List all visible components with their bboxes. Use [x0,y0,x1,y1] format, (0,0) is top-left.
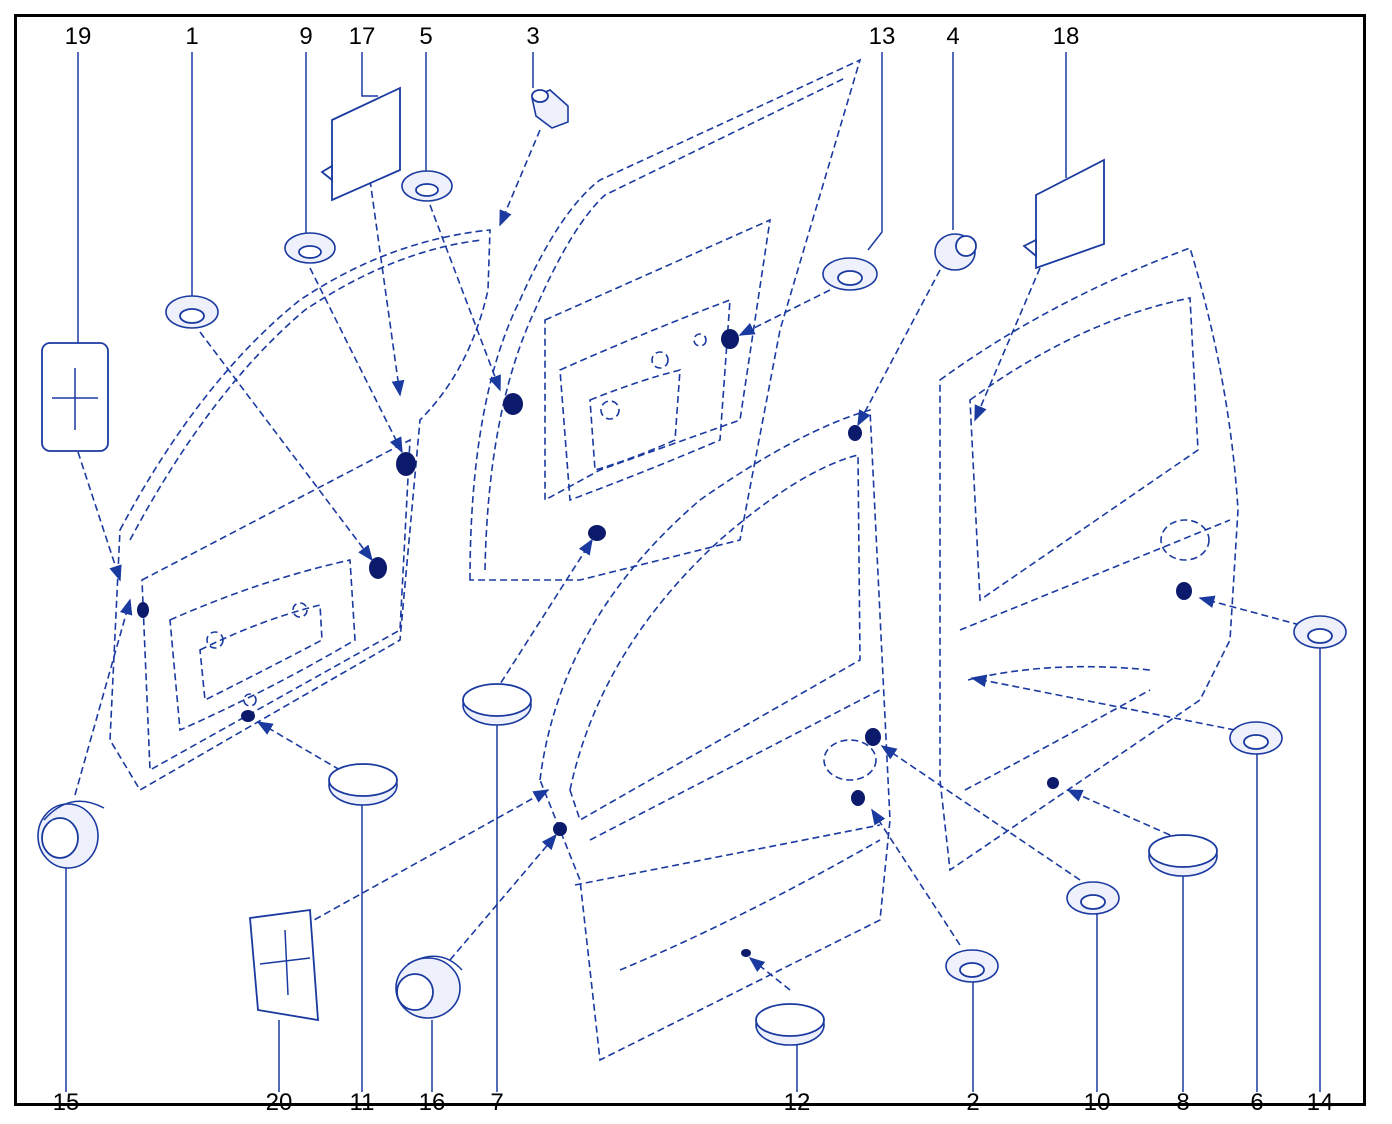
callout-1: 1 [185,23,198,50]
rear-door-frame [469,58,862,581]
callout-5: 5 [419,23,432,50]
leader-lines [65,52,1321,1092]
callout-14: 14 [1307,1089,1334,1116]
callout-15: 15 [53,1089,80,1116]
part-20-square-pad [249,908,319,1022]
part-11-plug [328,763,398,806]
callout-8: 8 [1176,1089,1189,1116]
diagram-frame [14,14,1366,1106]
part-16-large-grommet [395,955,463,1019]
part-14-grommet [1293,615,1347,649]
callout-16: 16 [419,1089,446,1116]
part-12-plug [755,1003,825,1046]
part-1-grommet [165,295,219,329]
callout-10: 10 [1084,1089,1111,1116]
part-7-plug [462,683,532,726]
part-8-plug [1148,834,1218,877]
callout-4: 4 [946,23,959,50]
front-door-panel [109,229,491,792]
part-17-foam-pad [320,86,401,202]
assembly-arrows [74,129,1301,991]
part-19-square-pad [41,342,109,452]
center-door-skin [539,408,891,1062]
part-3-bumper-stop [531,89,569,129]
part-10-grommet [1066,881,1120,915]
rear-door-skin [939,246,1239,872]
part-2-grommet [945,949,999,983]
callout-9: 9 [299,23,312,50]
callout-17: 17 [349,23,376,50]
callout-11: 11 [350,1089,375,1116]
callout-20: 20 [266,1089,293,1116]
callout-3: 3 [526,23,539,50]
part-4-bumper-stop [934,233,977,271]
part-5-grommet [401,170,453,202]
part-18-foam-pad [1022,158,1105,270]
callout-6: 6 [1250,1089,1263,1116]
callout-13: 13 [869,23,896,50]
part-9-grommet [284,232,336,264]
callout-19: 19 [65,23,92,50]
part-6-grommet [1229,721,1283,755]
callout-7: 7 [490,1089,503,1116]
part-13-grommet [822,257,878,291]
callout-2: 2 [966,1089,979,1116]
callout-18: 18 [1053,23,1080,50]
callout-12: 12 [784,1089,811,1116]
part-15-large-grommet [37,800,105,869]
